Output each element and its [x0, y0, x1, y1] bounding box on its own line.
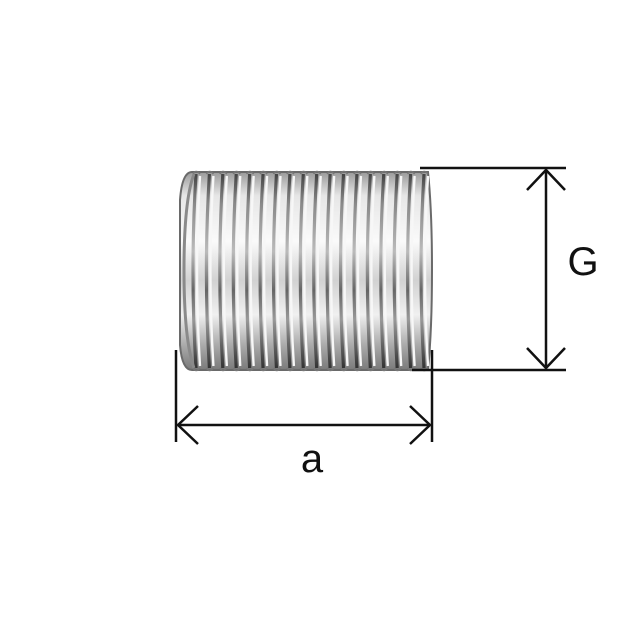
thread-highlight	[303, 175, 309, 367]
arrow-down-icon	[526, 347, 566, 370]
thread-crest	[406, 170, 416, 372]
thread-highlight	[370, 175, 376, 367]
thread-crest	[245, 170, 255, 372]
thread-ridge	[231, 173, 238, 369]
thread-highlight	[222, 175, 229, 367]
thread-ridge	[204, 173, 212, 369]
thread-ridges	[191, 170, 430, 372]
length-dimension: a	[174, 350, 434, 481]
thread-crest	[313, 170, 322, 372]
thread-crest	[259, 170, 268, 372]
thread-highlight	[343, 175, 349, 367]
thread-crest	[272, 170, 282, 372]
thread-ridge	[258, 173, 265, 369]
thread-ridge	[405, 173, 413, 369]
thread-ridge	[419, 173, 426, 369]
thread-ridge	[191, 173, 198, 369]
thread-ridge	[285, 173, 292, 369]
thread-crest	[366, 170, 375, 372]
thread-crest	[299, 170, 308, 372]
thread-ridge	[352, 173, 359, 369]
thread-ridge	[338, 173, 346, 369]
threaded-nipple-icon	[179, 170, 434, 372]
arrow-up-icon	[526, 168, 566, 191]
thread-crest	[192, 170, 201, 372]
thread-ridge	[245, 173, 252, 369]
thread-highlight	[262, 175, 269, 367]
arrow-left-icon	[176, 405, 199, 445]
thread-ridge	[312, 173, 319, 369]
thread-highlight	[396, 175, 403, 367]
thread-ridge	[379, 173, 386, 369]
length-label: a	[301, 437, 324, 481]
thread-highlight	[209, 175, 215, 367]
thread-highlight	[289, 175, 296, 367]
thread-highlight	[316, 175, 322, 367]
thread-crest	[326, 170, 335, 372]
thread-highlight	[383, 175, 389, 367]
height-dimension: G	[412, 166, 599, 372]
thread-highlight	[236, 175, 242, 367]
thread-crest	[205, 170, 215, 372]
thread-highlight	[410, 175, 416, 367]
thread-crest	[380, 170, 389, 372]
thread-ridge	[271, 173, 279, 369]
thread-ridge	[365, 173, 372, 369]
thread-highlight	[195, 175, 202, 367]
thread-crest	[393, 170, 402, 372]
thread-crest	[353, 170, 362, 372]
thread-ridge	[298, 173, 305, 369]
thread-highlight	[249, 175, 255, 367]
thread-ridge	[392, 173, 399, 369]
thread-crest	[286, 170, 295, 372]
thread-highlight	[276, 175, 282, 367]
thread-ridge	[218, 173, 225, 369]
thread-crest	[232, 170, 241, 372]
thread-highlight	[423, 175, 430, 367]
arrow-right-icon	[409, 405, 432, 445]
nipple-left-end	[182, 173, 196, 369]
thread-highlight	[329, 175, 336, 367]
thread-crest	[339, 170, 349, 372]
thread-highlight	[356, 175, 363, 367]
thread-ridge	[325, 173, 332, 369]
height-label: G	[567, 240, 598, 284]
thread-crest	[219, 170, 228, 372]
